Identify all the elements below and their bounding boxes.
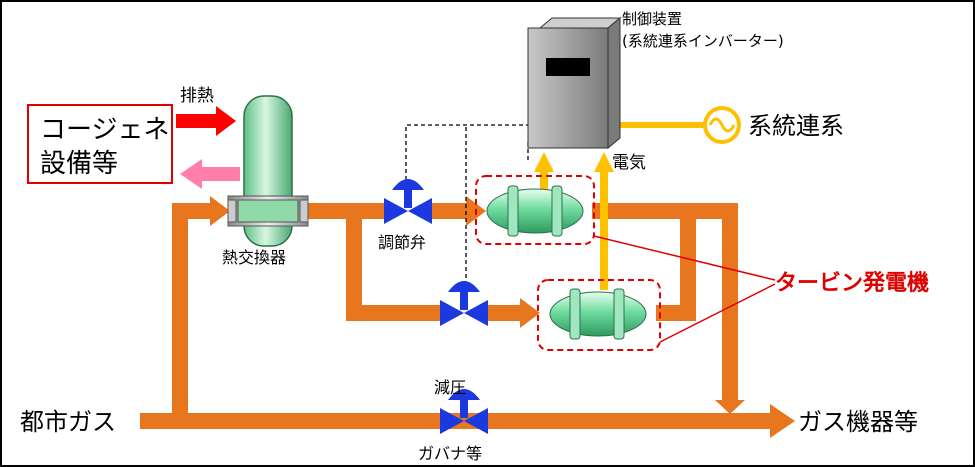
control-device-label-2: (系統連系インバーター) xyxy=(622,32,784,50)
lower-pipe-b xyxy=(484,305,524,321)
bypass-valve xyxy=(440,281,488,326)
control-valve xyxy=(384,179,432,224)
turbine2-inlet-arrow xyxy=(520,298,540,328)
branch-down-pipe xyxy=(346,203,362,321)
turbine-generator-2 xyxy=(537,279,661,351)
upper-pipe-b xyxy=(430,203,470,219)
turbine-generator-1 xyxy=(475,175,595,245)
grid-line xyxy=(618,122,706,128)
governor-valve xyxy=(440,389,488,434)
elec-arrow-t1 xyxy=(534,152,554,172)
elec-line-t2 xyxy=(600,170,608,290)
cogeneration-label-2: 設備等 xyxy=(40,149,118,179)
cogeneration-label-1: コージェネ xyxy=(40,115,169,145)
control-valve-label: 調節弁 xyxy=(378,233,426,252)
turbine-generator-label: タービン発電機 xyxy=(775,271,929,296)
control-device-label-1: 制御装置 xyxy=(622,10,682,28)
turbine2-riser-pipe xyxy=(680,203,696,321)
down-arrow xyxy=(715,400,745,414)
riser-pipe xyxy=(172,203,188,429)
down-pipe xyxy=(722,203,738,403)
grid-label: 系統連系 xyxy=(748,112,844,140)
lower-branch-pipe xyxy=(346,305,446,321)
gas-equipment-arrow xyxy=(770,404,795,438)
pressure-reducing-label: 減圧 xyxy=(434,378,466,397)
turbine1-outlet-pipe xyxy=(592,203,738,219)
gas-equipment-label: ガス機器等 xyxy=(798,408,918,436)
waste-heat-arrow xyxy=(216,106,236,136)
cogeneration-box: コージェネ 設備等 xyxy=(27,104,173,184)
heat-exchanger-label: 熱交換器 xyxy=(222,248,286,267)
city-gas-label: 都市ガス xyxy=(20,408,116,436)
riser-top-pipe xyxy=(172,203,212,219)
electric-lines xyxy=(534,122,706,290)
gas-pipes xyxy=(140,196,795,438)
turbine-callout xyxy=(593,235,776,343)
waste-heat-arrows xyxy=(176,106,240,189)
heat-return-arrow xyxy=(180,159,202,189)
waste-heat-label: 排熱 xyxy=(180,86,214,106)
governor-label: ガバナ等 xyxy=(418,444,482,463)
riser-arrow xyxy=(210,196,230,226)
ac-source-icon xyxy=(703,106,741,144)
electricity-label: 電気 xyxy=(612,153,646,173)
elec-arrow-t2 xyxy=(594,152,614,172)
elec-line-t1 xyxy=(540,170,548,190)
heat-exchanger xyxy=(227,95,309,247)
control-cabinet xyxy=(527,16,622,150)
